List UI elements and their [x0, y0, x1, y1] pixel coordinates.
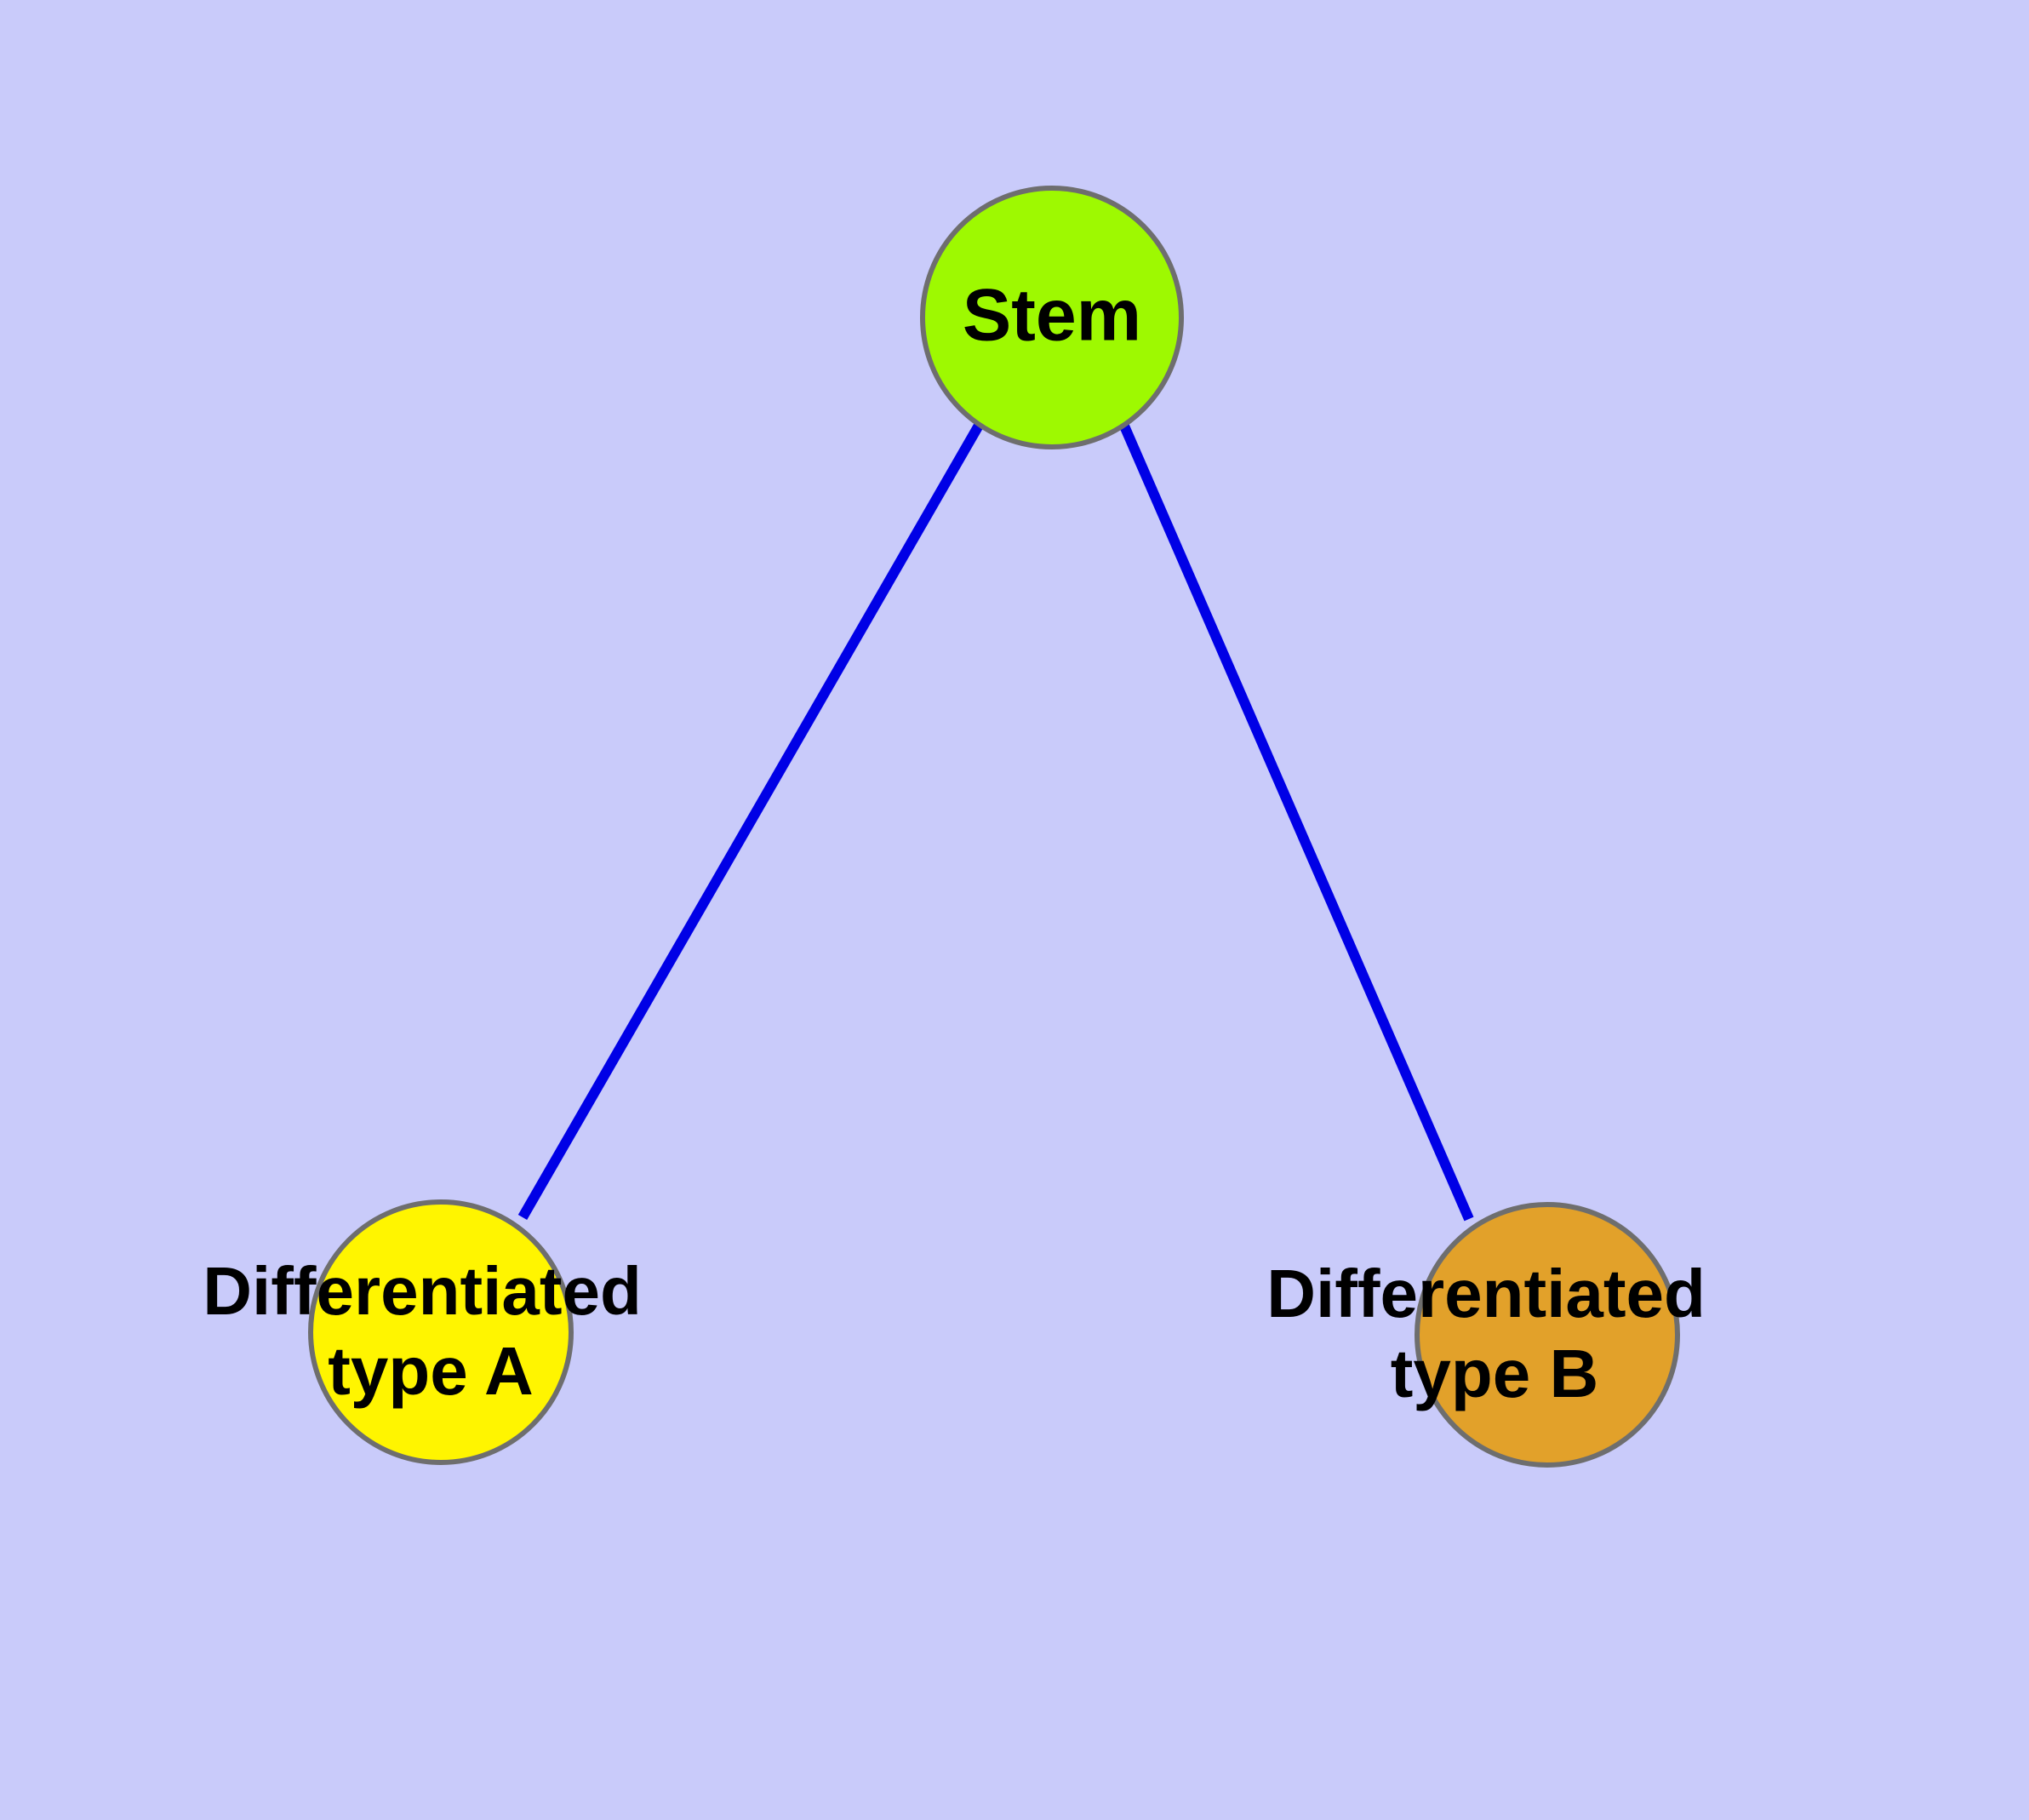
label-layer: Stem Differentiated type A Differentiate… — [203, 275, 1706, 1411]
node-stem-label: Stem — [963, 275, 1141, 357]
edge-layer — [517, 421, 1474, 1222]
node-differentiated-type-a-circle[interactable] — [308, 1199, 574, 1465]
edge-stem-to-differentiated-type-b[interactable] — [1118, 421, 1474, 1222]
node-differentiated-type-a-label-line1: Differentiated — [203, 1253, 642, 1329]
node-differentiated-type-b[interactable] — [1415, 1202, 1680, 1468]
node-differentiated-type-a-label-line2: type A — [328, 1333, 534, 1409]
node-differentiated-type-a[interactable] — [308, 1199, 574, 1465]
node-differentiated-type-b-label-line2: type B — [1391, 1336, 1599, 1411]
node-differentiated-type-b-circle[interactable] — [1415, 1202, 1680, 1468]
node-differentiated-type-b-label-line1: Differentiated — [1266, 1256, 1706, 1331]
edge-stem-to-differentiated-type-a[interactable] — [517, 421, 985, 1220]
node-stem-circle[interactable] — [920, 186, 1184, 449]
node-stem[interactable] — [920, 186, 1184, 449]
node-layer — [308, 186, 1680, 1468]
